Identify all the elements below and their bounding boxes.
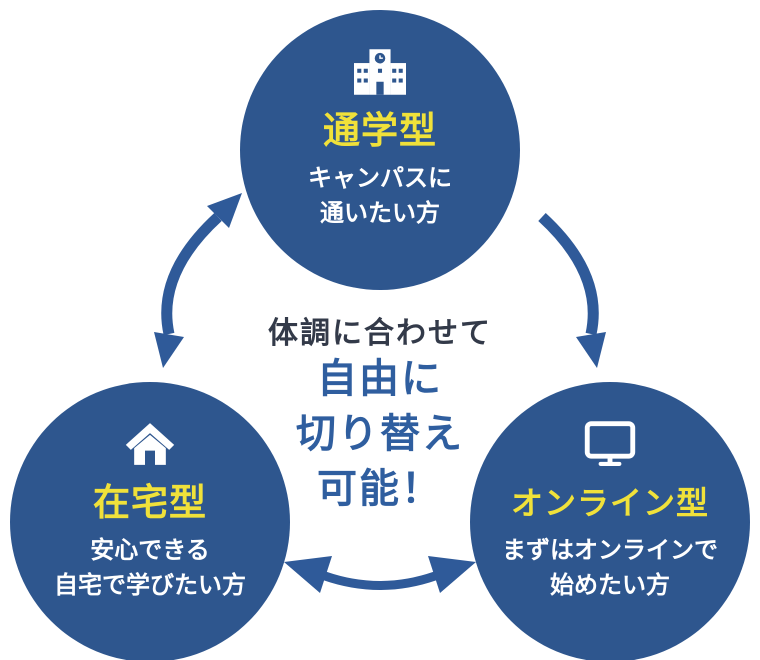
center-message-intro: 体調に合わせて: [268, 317, 492, 350]
circle-desc-line: 自宅で学びたい方: [54, 572, 246, 599]
circle-desc-line: 始めたい方: [550, 572, 670, 599]
circle-commute: 通学型 キャンパスに 通いたい方: [240, 10, 520, 290]
circle-online: オンライン型 まずはオンラインで 始めたい方: [470, 382, 750, 660]
circle-title: 在宅型: [93, 482, 207, 523]
circle-title: 通学型: [323, 110, 437, 151]
arrow-top-to-home-icon: [154, 193, 242, 368]
house-icon: [125, 420, 175, 468]
circle-title: オンライン型: [510, 485, 709, 521]
circle-desc-line: 安心できる: [90, 537, 210, 564]
monitor-icon: [584, 420, 636, 468]
circle-desc-line: まずはオンラインで: [502, 537, 718, 564]
arrow-top-to-online-icon: [518, 193, 606, 368]
circle-desc-line: 通いたい方: [320, 200, 440, 227]
arrow-home-to-online-icon: [284, 556, 476, 593]
school-icon: [354, 48, 406, 96]
circle-desc-line: キャンパスに: [308, 165, 452, 192]
circle-home: 在宅型 安心できる 自宅で学びたい方: [10, 382, 290, 660]
